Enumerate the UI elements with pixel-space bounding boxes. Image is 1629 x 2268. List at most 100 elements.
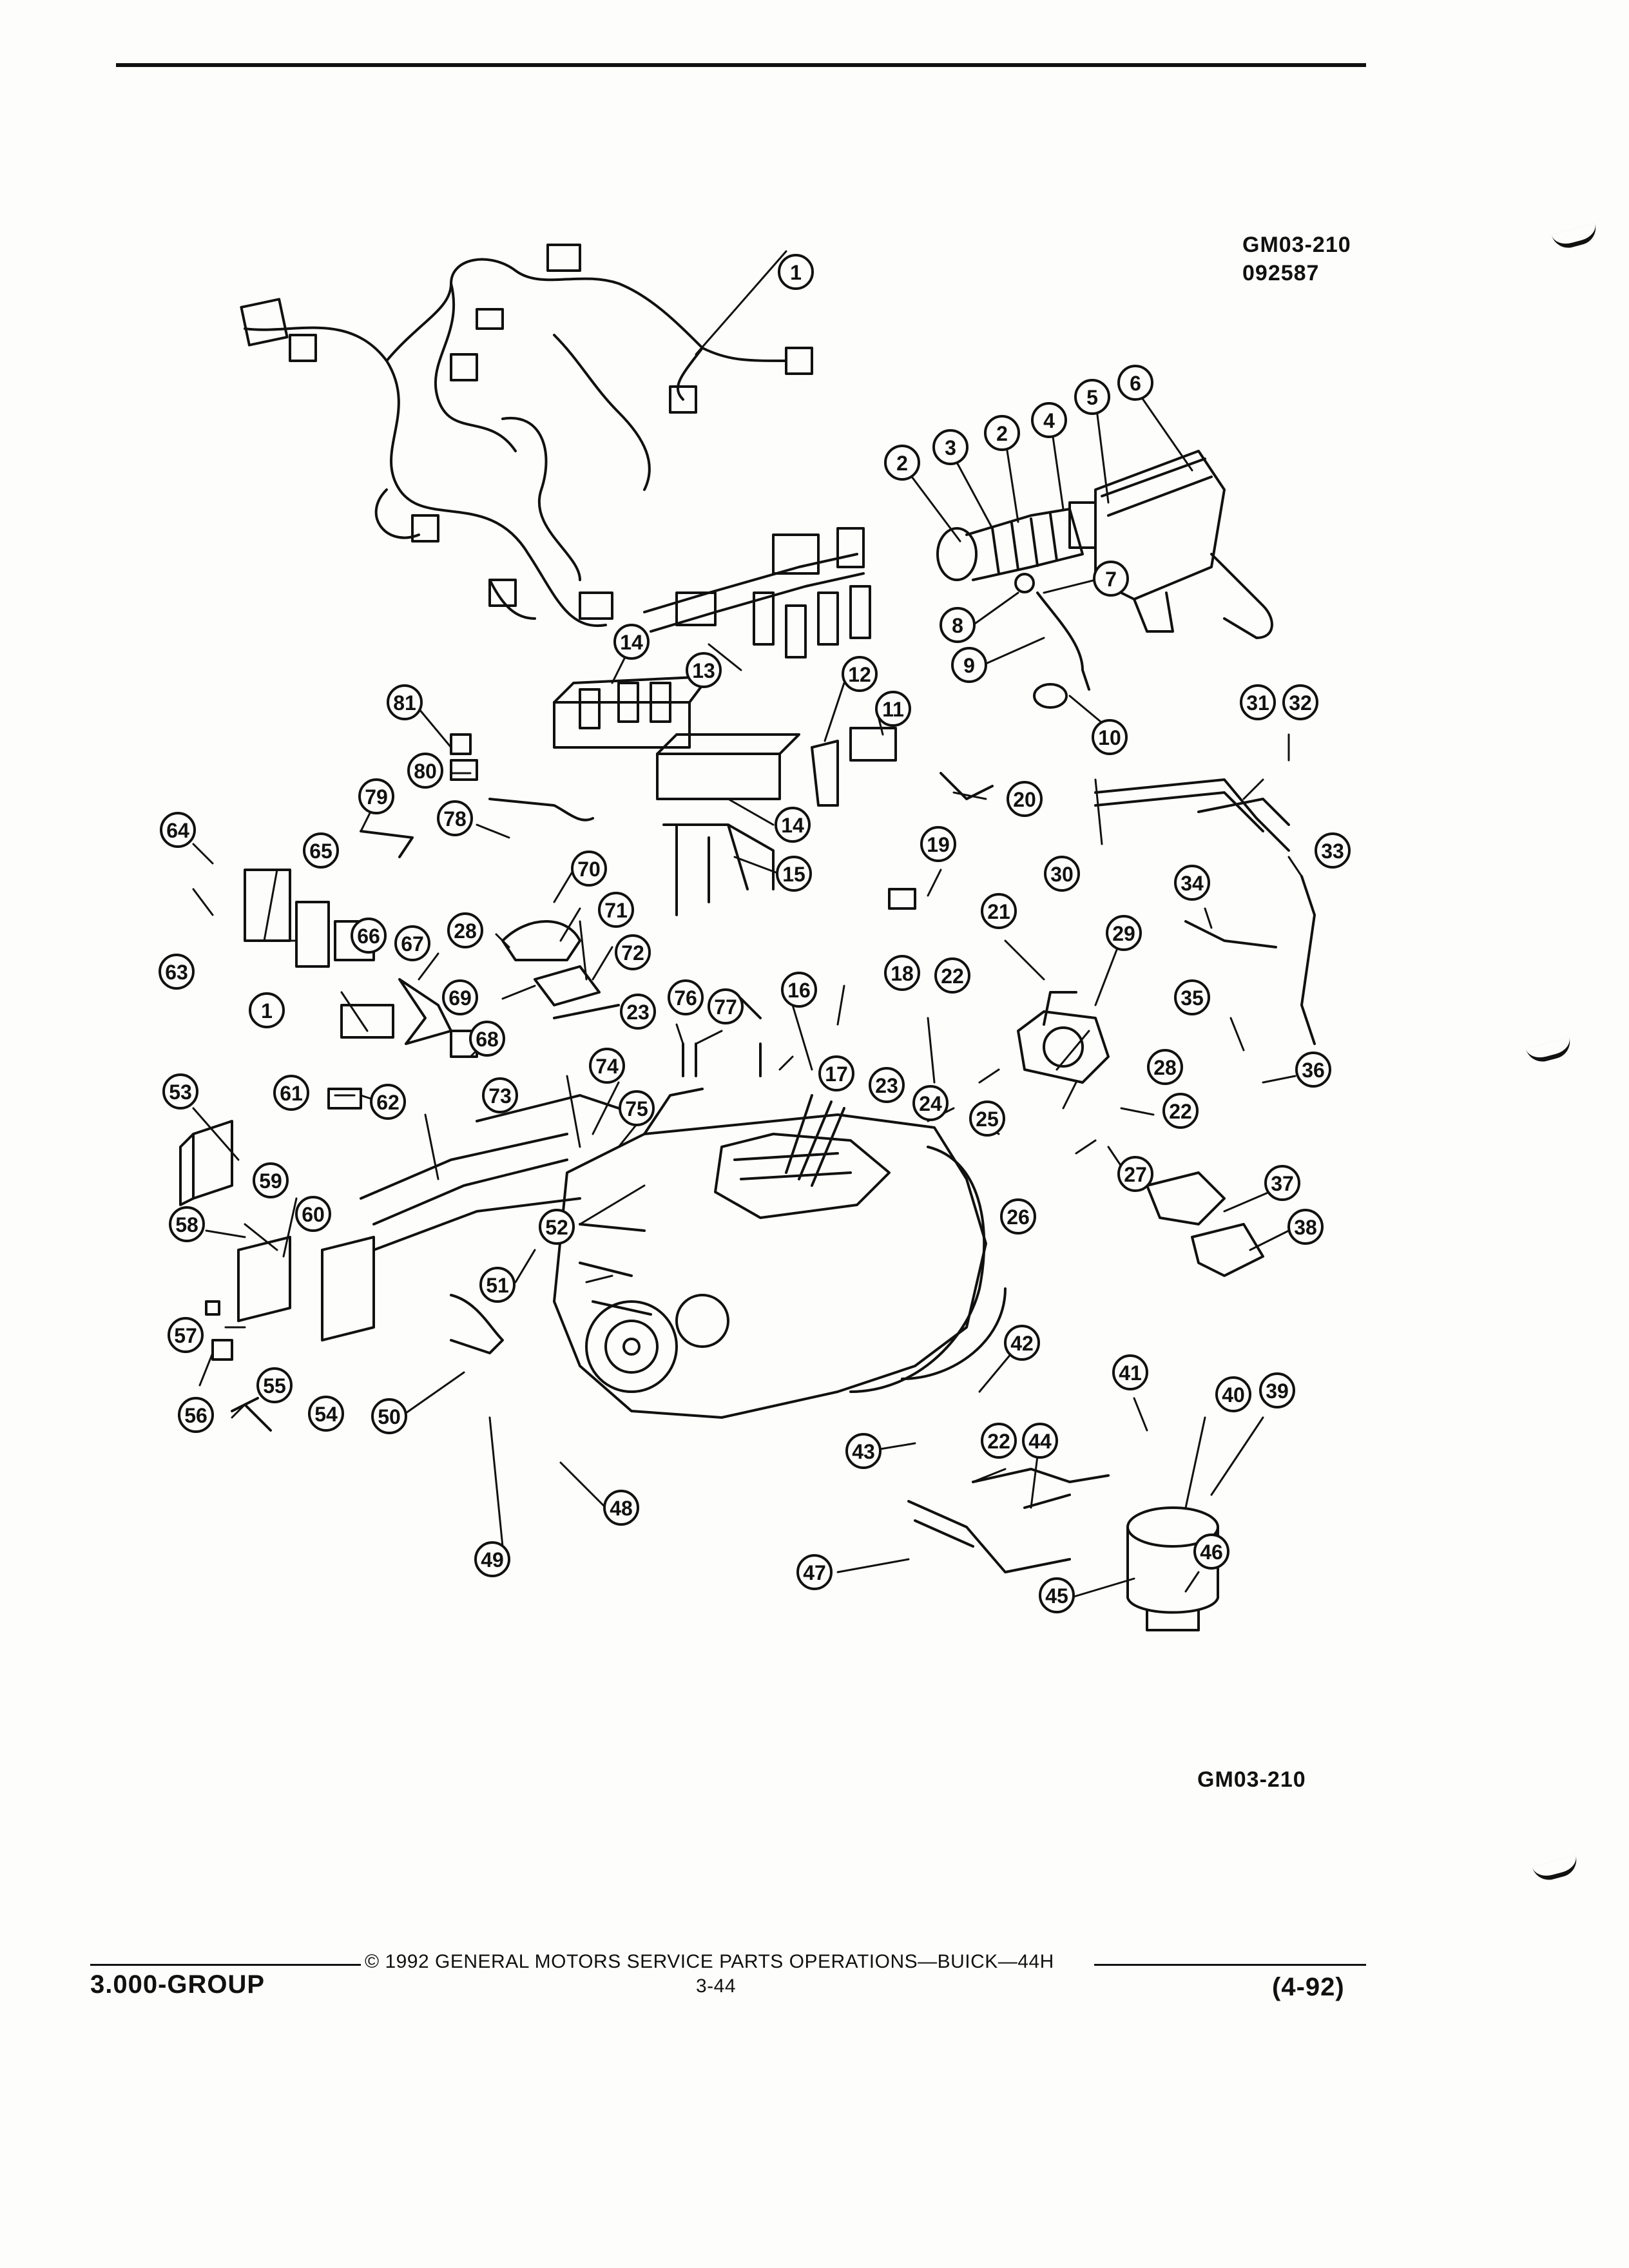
callout-25: 25 xyxy=(969,1100,1005,1137)
callout-47: 47 xyxy=(796,1554,833,1590)
callout-label: 51 xyxy=(486,1274,509,1297)
callout-13: 13 xyxy=(686,652,722,688)
callout-71: 71 xyxy=(598,892,634,928)
canister-drawing xyxy=(907,778,1316,1631)
callout-label: 11 xyxy=(882,698,904,721)
callout-label: 10 xyxy=(1098,726,1121,749)
callout-33: 33 xyxy=(1315,832,1351,869)
callout-75: 75 xyxy=(619,1090,655,1126)
callout-22-b: 22 xyxy=(1162,1093,1199,1129)
callout-label: 19 xyxy=(927,833,950,856)
callout-7: 7 xyxy=(1093,561,1129,597)
footer-rule-left xyxy=(90,1964,361,1966)
callout-67: 67 xyxy=(394,925,430,961)
callout-label: 79 xyxy=(365,785,388,809)
callout-label: 24 xyxy=(919,1092,942,1115)
callout-50: 50 xyxy=(371,1398,407,1434)
callout-39: 39 xyxy=(1259,1372,1295,1408)
callout-label: 75 xyxy=(625,1097,648,1120)
callout-60: 60 xyxy=(295,1196,331,1232)
callout-56: 56 xyxy=(178,1397,214,1433)
callout-59: 59 xyxy=(253,1162,289,1198)
callout-70: 70 xyxy=(571,850,607,887)
callout-31: 31 xyxy=(1240,684,1276,720)
callout-label: 74 xyxy=(595,1055,619,1078)
callout-label: 66 xyxy=(357,925,380,948)
callout-label: 68 xyxy=(476,1028,499,1051)
wiring-harness-drawing xyxy=(240,244,813,628)
callout-11: 11 xyxy=(875,691,911,727)
callout-58: 58 xyxy=(169,1206,205,1242)
callout-label: 23 xyxy=(875,1074,898,1097)
callout-42: 42 xyxy=(1004,1325,1040,1361)
callout-45: 45 xyxy=(1039,1577,1075,1613)
callout-label: 6 xyxy=(1130,372,1141,395)
callout-label: 64 xyxy=(166,819,189,842)
callout-20: 20 xyxy=(1007,781,1043,817)
air-cleaner-drawing xyxy=(936,450,1273,709)
small-parts-drawing xyxy=(244,733,994,1077)
callout-15: 15 xyxy=(776,856,812,892)
callout-label: 77 xyxy=(714,995,737,1019)
callout-19: 19 xyxy=(920,826,956,862)
figure-code-bottom: GM03-210 xyxy=(1197,1767,1306,1792)
callout-label: 63 xyxy=(165,961,188,984)
callout-14-lower: 14 xyxy=(775,807,811,843)
callout-label: 5 xyxy=(1086,386,1098,409)
callout-label: 69 xyxy=(448,986,472,1010)
callout-label: 67 xyxy=(401,932,424,956)
callout-label: 35 xyxy=(1181,986,1204,1010)
callout-3: 3 xyxy=(932,429,969,465)
callout-80: 80 xyxy=(407,753,443,789)
callout-label: 28 xyxy=(1153,1056,1177,1079)
callout-label: 33 xyxy=(1321,840,1344,863)
callout-79: 79 xyxy=(358,778,394,814)
callout-label: 29 xyxy=(1112,922,1135,945)
callout-21: 21 xyxy=(981,893,1017,929)
callout-41: 41 xyxy=(1112,1354,1148,1390)
callout-label: 38 xyxy=(1294,1216,1317,1239)
callout-label: 31 xyxy=(1246,691,1269,715)
callout-label: 34 xyxy=(1181,872,1204,895)
callout-1: 1 xyxy=(778,254,814,290)
callout-label: 57 xyxy=(174,1324,197,1347)
callout-2-right: 2 xyxy=(984,415,1020,451)
callout-label: 40 xyxy=(1222,1383,1245,1407)
callout-label: 50 xyxy=(378,1405,401,1428)
callout-64: 64 xyxy=(160,812,196,848)
callout-8: 8 xyxy=(940,607,976,643)
callout-69: 69 xyxy=(442,979,478,1015)
callout-23-a: 23 xyxy=(620,994,656,1030)
callout-label: 76 xyxy=(674,986,697,1010)
callout-label: 49 xyxy=(481,1548,504,1571)
callout-6: 6 xyxy=(1117,365,1153,401)
callout-label: 15 xyxy=(782,863,805,886)
callout-label: 37 xyxy=(1271,1172,1294,1195)
callout-label: 62 xyxy=(376,1091,400,1114)
callout-label: 65 xyxy=(309,840,333,863)
callout-61: 61 xyxy=(273,1075,309,1111)
callout-label: 23 xyxy=(626,1001,650,1024)
callout-48: 48 xyxy=(603,1490,639,1526)
callout-12: 12 xyxy=(842,656,878,692)
callout-label: 46 xyxy=(1200,1541,1223,1564)
callout-66: 66 xyxy=(351,918,387,954)
callout-9: 9 xyxy=(951,647,987,683)
callout-43: 43 xyxy=(845,1433,882,1469)
callout-label: 13 xyxy=(692,659,715,682)
callout-label: 45 xyxy=(1045,1584,1068,1608)
callout-1-lower: 1 xyxy=(249,992,285,1028)
callout-label: 71 xyxy=(604,899,628,922)
callout-label: 32 xyxy=(1289,691,1312,715)
callout-label: 39 xyxy=(1266,1379,1289,1403)
callout-30: 30 xyxy=(1044,856,1080,892)
callout-label: 53 xyxy=(169,1081,192,1104)
callout-label: 81 xyxy=(393,691,416,715)
callout-label: 60 xyxy=(302,1203,325,1226)
callout-label: 54 xyxy=(314,1403,338,1426)
callout-label: 12 xyxy=(848,663,871,686)
callout-label: 22 xyxy=(987,1430,1010,1453)
callout-label: 8 xyxy=(952,614,963,637)
callout-2-left: 2 xyxy=(884,445,920,481)
callout-38: 38 xyxy=(1287,1209,1324,1245)
